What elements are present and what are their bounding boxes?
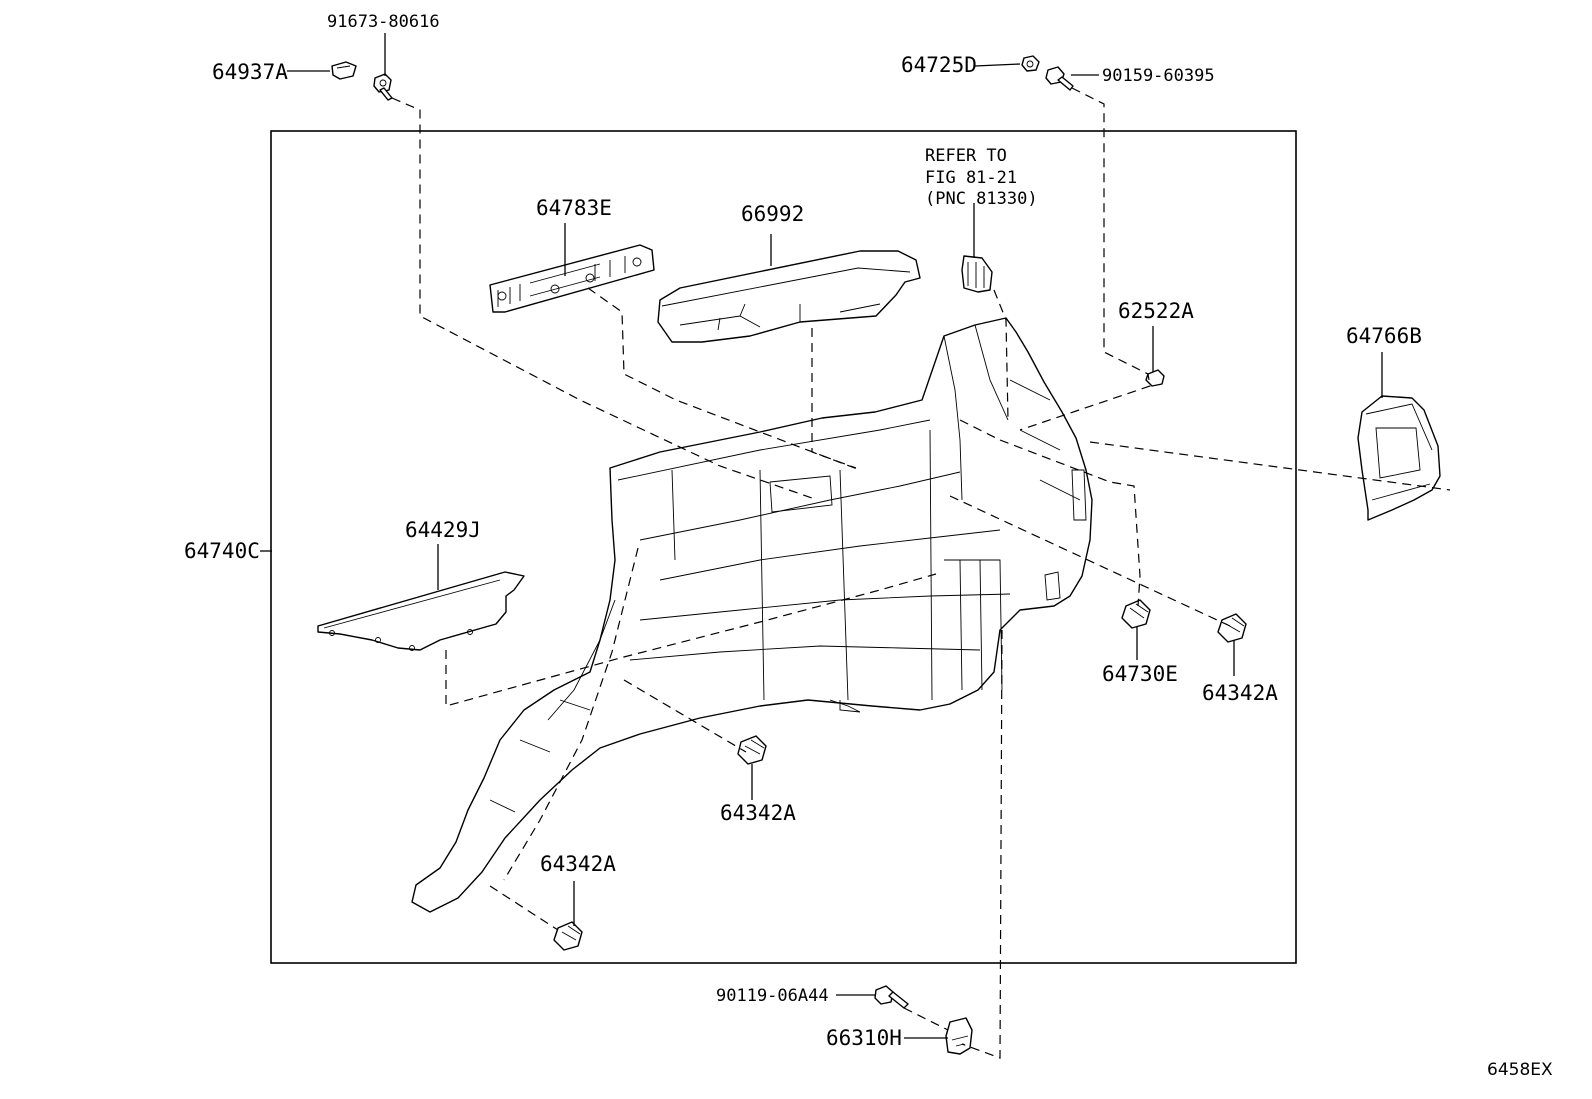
part-nut-64725d[interactable] [1021,55,1040,72]
callout-66992: 66992 [741,202,804,226]
callout-64937a: 64937A [212,60,288,84]
callout-66310h: 66310H [826,1026,902,1050]
assembly-dashed-lines [391,87,1451,1059]
callout-91673-80616: 91673-80616 [327,12,440,32]
callout-64342a-right: 64342A [1202,681,1278,705]
callout-64725d: 64725D [901,53,977,77]
part-cover-64766b[interactable] [1357,395,1441,521]
callout-64342a-lower: 64342A [540,852,616,876]
callout-64766b: 64766B [1346,324,1422,348]
part-hook-66310h[interactable] [945,1017,973,1055]
callout-64740c: 64740C [184,539,260,563]
part-plate-64429j[interactable] [317,571,525,651]
part-clip-62522a[interactable] [1145,369,1165,387]
assembly-frame [270,130,1297,964]
part-cap-64937a[interactable] [331,61,357,80]
diagram-code: 6458EX [1487,1060,1553,1080]
callout-64429j: 64429J [405,518,481,542]
part-bracket-64783e[interactable] [489,244,655,313]
part-clip-64342a-lower[interactable] [553,921,583,951]
part-quarter-trim-64740c[interactable] [411,317,1093,913]
callout-64730e: 64730E [1102,662,1178,686]
part-lamp-ref-81330[interactable] [961,255,993,293]
part-clip-64730e[interactable] [1121,599,1151,629]
callout-90119-06a44: 90119-06A44 [716,986,829,1006]
callout-90159-60395: 90159-60395 [1102,66,1215,86]
part-bolt-90119-06a44[interactable] [874,985,909,1009]
callout-62522a: 62522A [1118,299,1194,323]
part-clip-64342a-center[interactable] [737,735,767,765]
reference-note-line1: REFER TO [925,146,1007,166]
callout-64342a-center: 64342A [720,801,796,825]
leader-lines [260,33,1383,1039]
part-clip-64342a-right[interactable] [1217,613,1247,643]
part-screw-91673-80616[interactable] [373,73,393,101]
reference-note-line2: FIG 81-21 [925,168,1017,188]
part-tray-66992[interactable] [657,250,921,343]
part-bolt-90159-60395[interactable] [1045,66,1074,91]
callout-64783e: 64783E [536,196,612,220]
reference-note-line3: (PNC 81330) [925,189,1038,209]
